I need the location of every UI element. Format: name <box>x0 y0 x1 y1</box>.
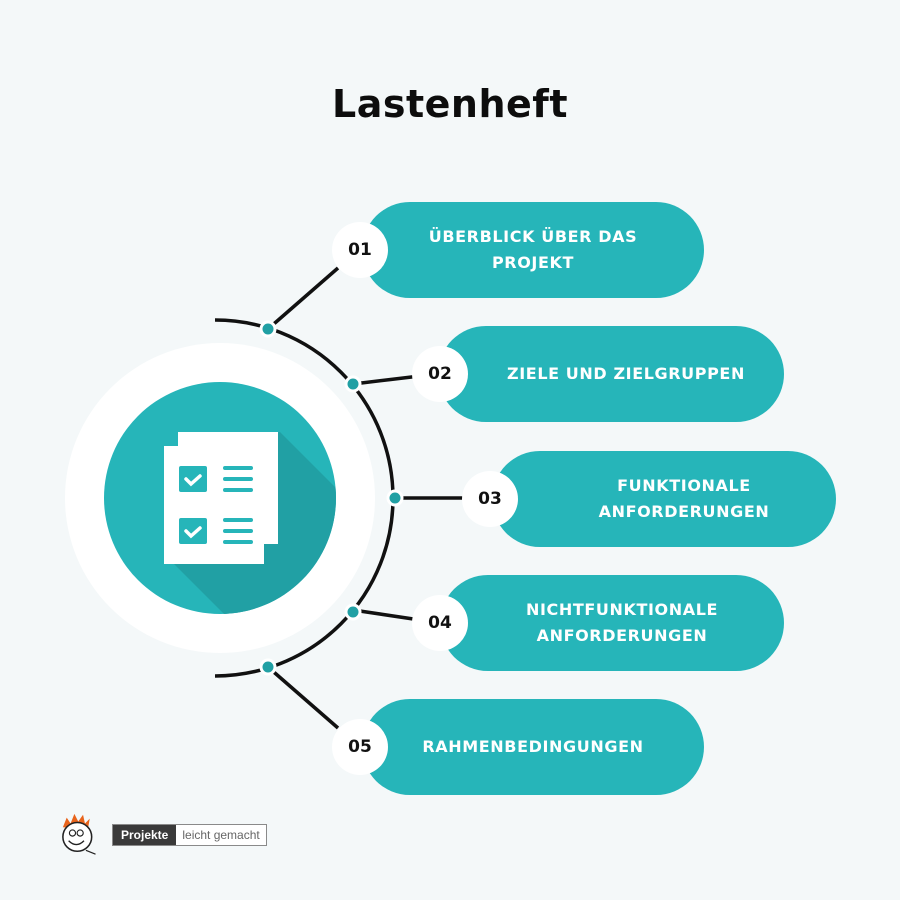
item-05-pill: RAHMENBEDINGUNGEN <box>362 699 704 795</box>
item-04-number: 04 <box>412 595 468 651</box>
item-03-number: 03 <box>462 471 518 527</box>
item-02-number: 02 <box>412 346 468 402</box>
item-02-pill: ZIELE UND ZIELGRUPPEN <box>438 326 784 422</box>
checklist-document-icon <box>164 432 278 564</box>
logo-light-text: leicht gemacht <box>176 825 266 845</box>
logo-dark-text: Projekte <box>113 825 177 845</box>
item-01-number: 01 <box>332 222 388 278</box>
item-05-number: 05 <box>332 719 388 775</box>
brand-logo: Projekte leicht gemacht <box>112 824 267 846</box>
page-title: Lastenheft <box>332 82 568 126</box>
mascot-face-icon <box>62 813 96 855</box>
